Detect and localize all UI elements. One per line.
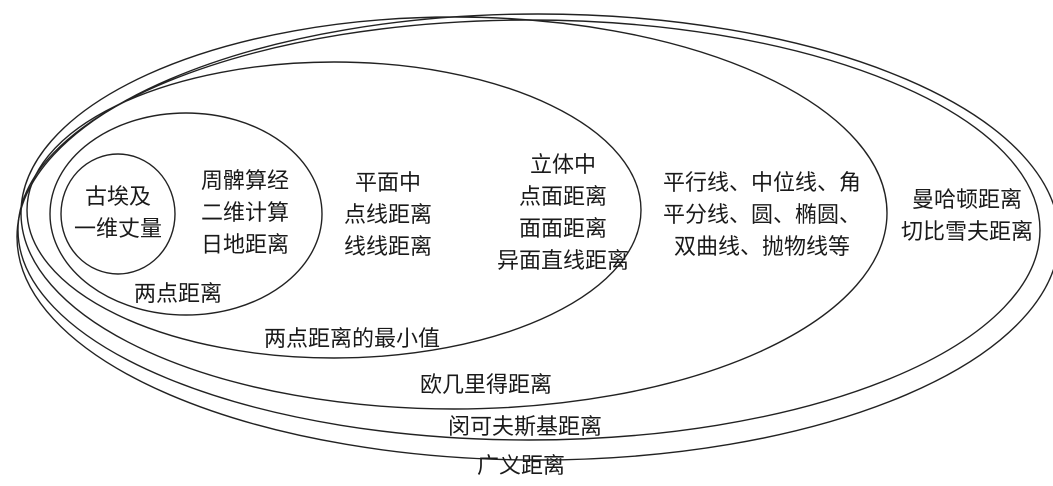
two-point-distance-label: 两点距离 (133, 282, 223, 307)
ring-two-point-distance (49, 112, 323, 316)
zhoubi-label: 周髀算经 二维计算 日地距离 (201, 166, 289, 262)
curves-label: 平行线、中位线、角 平分线、圆、椭圆、 双曲线、抛物线等 (663, 168, 861, 264)
plane-label: 平面中 点线距离 线线距离 (344, 168, 432, 264)
ancient-egypt-line-2: 一维丈量 (73, 217, 163, 242)
chebyshev-line: 切比雪夫距离 (900, 220, 1034, 245)
manhattan-line: 曼哈顿距离 (911, 188, 1023, 213)
zhoubi-line-3: 日地距离 (200, 233, 290, 258)
solid-line-2: 点面距离 (518, 185, 608, 210)
ring-ancient-egypt (60, 153, 176, 275)
minkowski-distance-label: 闵可夫斯基距离 (447, 415, 603, 440)
solid-label: 立体中 点面距离 面面距离 异面直线距离 (497, 150, 629, 278)
solid-line-4: 异面直线距离 (496, 249, 630, 274)
solid-line-3: 面面距离 (518, 217, 608, 242)
solid-line-1: 立体中 (529, 153, 597, 178)
zhoubi-line-2: 二维计算 (200, 201, 290, 226)
ancient-egypt-label: 古埃及 一维丈量 (74, 182, 162, 246)
euclidean-distance-label: 欧几里得距离 (419, 373, 553, 398)
generalized-distance-label: 广义距离 (476, 454, 566, 479)
curves-line-1: 平行线、中位线、角 (662, 171, 862, 196)
other-metrics-label: 曼哈顿距离 切比雪夫距离 (901, 185, 1033, 249)
curves-line-3: 双曲线、抛物线等 (673, 235, 851, 260)
ring-euclidean-distance (20, 16, 888, 410)
curves-line-2: 平分线、圆、椭圆、 (662, 203, 862, 228)
plane-line-1: 平面中 (354, 171, 422, 196)
ancient-egypt-line-1: 古埃及 (84, 185, 152, 210)
plane-line-2: 点线距离 (343, 203, 433, 228)
zhoubi-line-1: 周髀算经 (200, 169, 290, 194)
plane-line-3: 线线距离 (343, 235, 433, 260)
ring-min-two-point-distance (26, 61, 642, 359)
ring-generalized-distance (16, 13, 1053, 461)
min-distance-label: 两点距离的最小值 (263, 327, 441, 352)
